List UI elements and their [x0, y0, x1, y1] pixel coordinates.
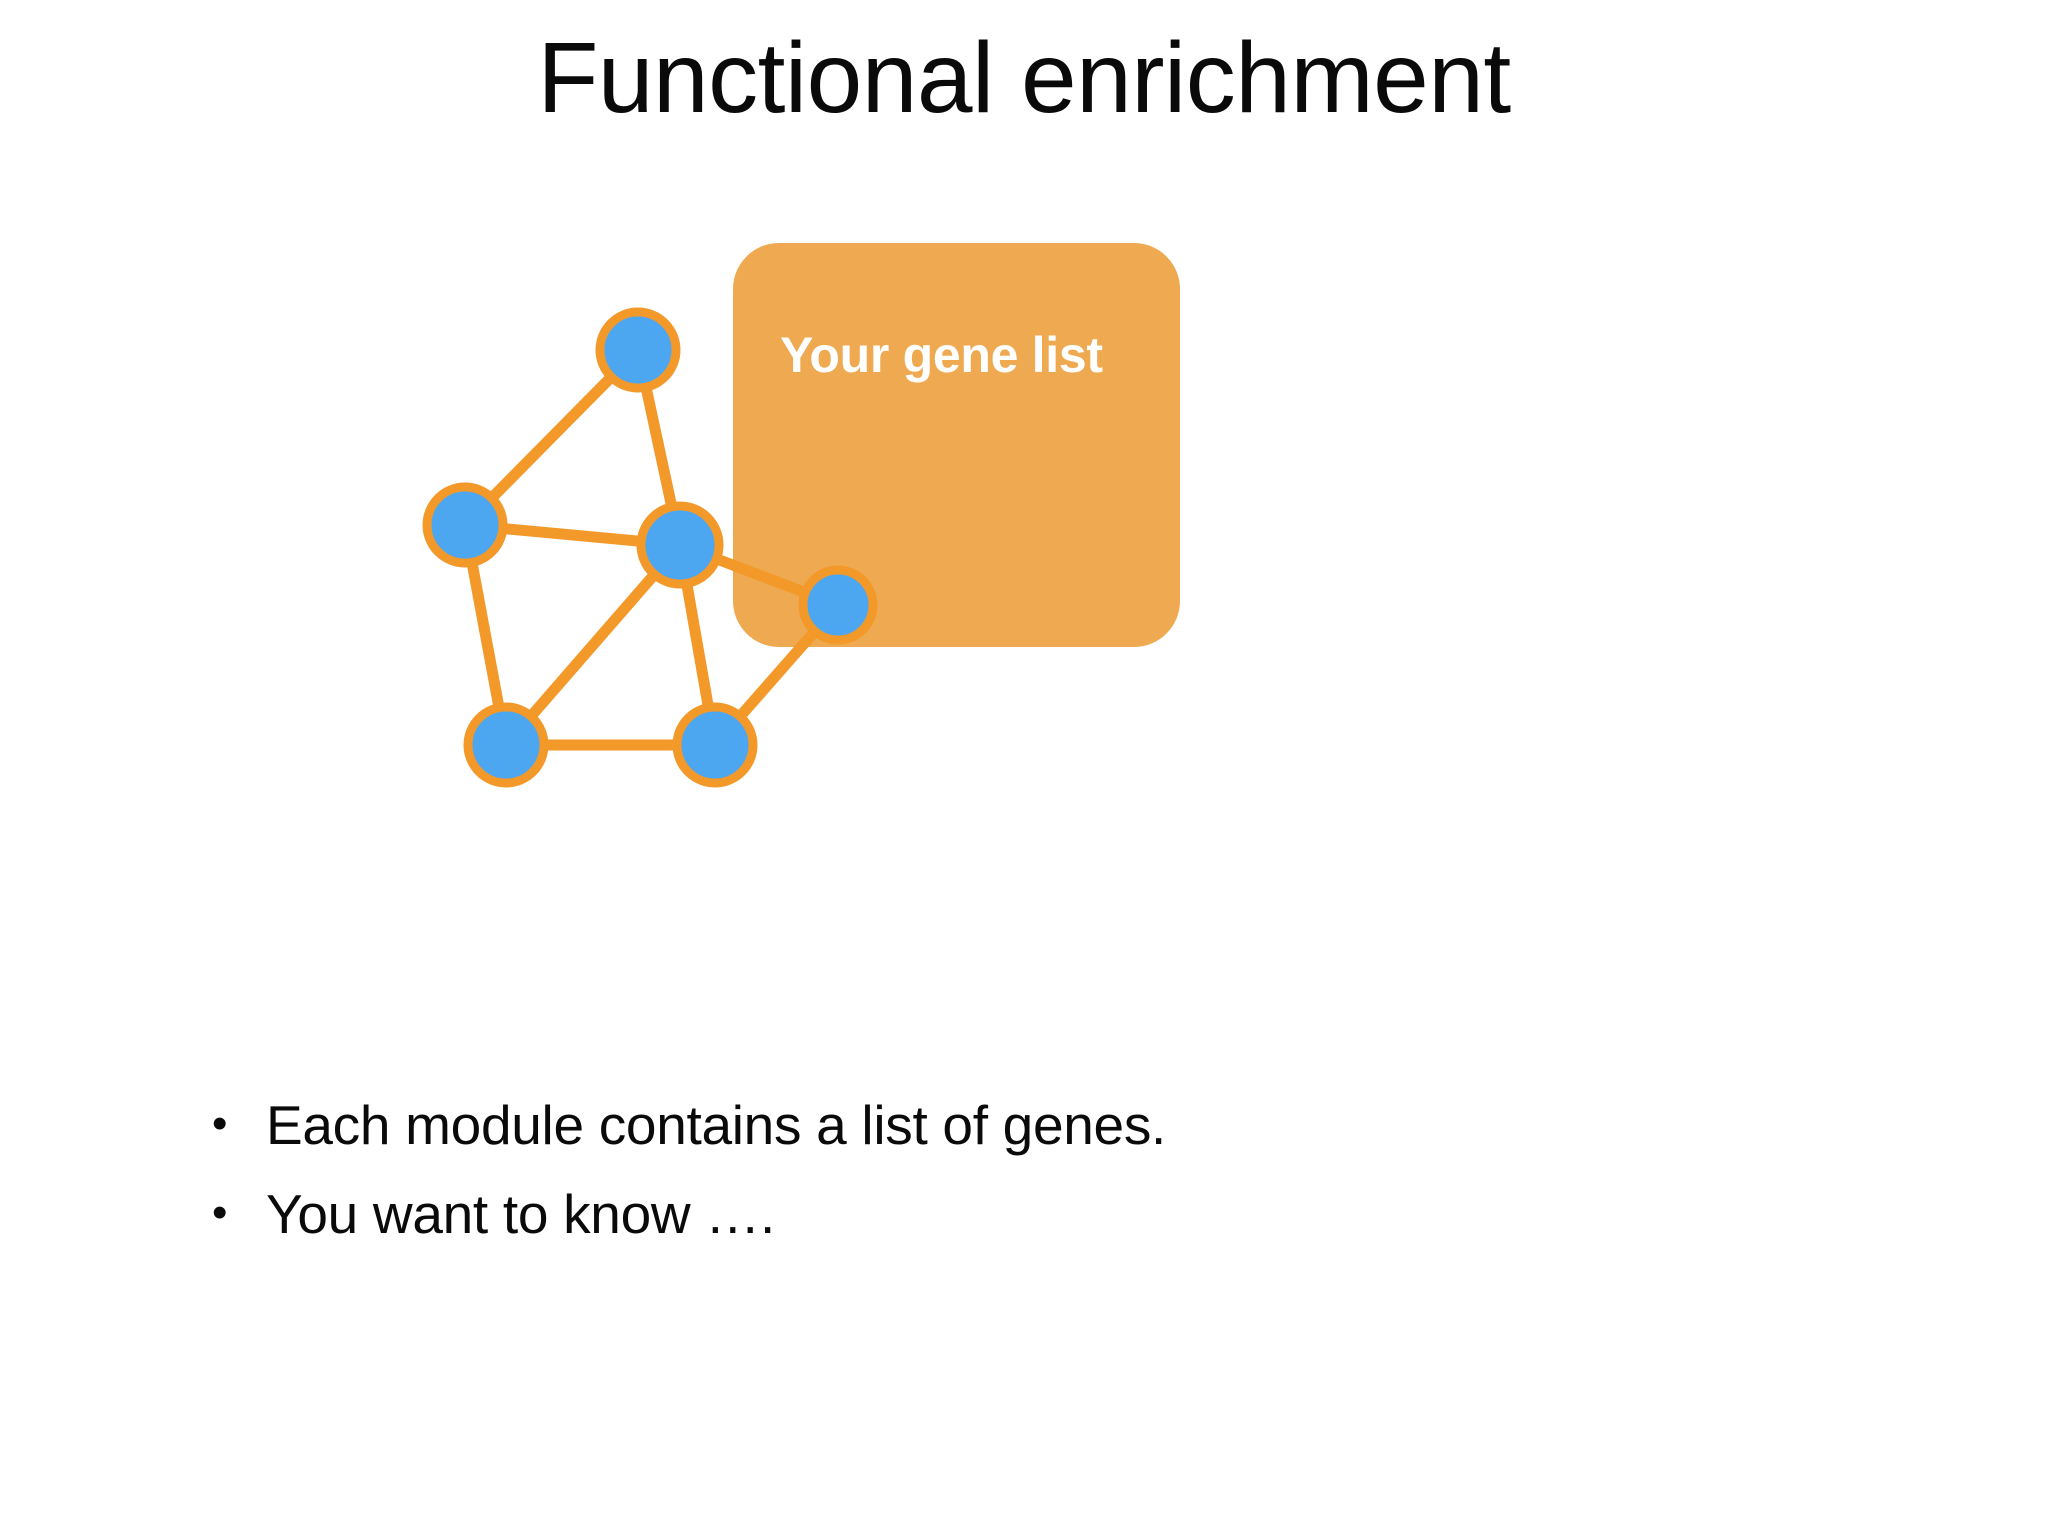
bullet-dot-icon: • — [212, 1099, 228, 1148]
network-node — [798, 565, 878, 645]
gene-list-label-line-1: Your gene — [780, 327, 1019, 383]
list-item: • You want to know …. — [212, 1182, 1712, 1247]
bullet-dot-icon: • — [212, 1187, 228, 1237]
bullet-item-text: Each module contains a list of genes. — [266, 1094, 1166, 1156]
network-node — [636, 501, 724, 589]
network-edge — [500, 539, 686, 751]
gene-list-label-line-2: list — [1031, 327, 1103, 383]
gene-list-callout-box — [733, 243, 1180, 647]
list-item: • Each module contains a list of genes. — [212, 1093, 1712, 1158]
network-node — [595, 307, 681, 393]
bullet-list: • Each module contains a list of genes. … — [212, 1093, 1712, 1271]
network-node-layer — [422, 307, 878, 788]
gene-network-graph — [422, 307, 878, 788]
gene-list-label: Your gene list — [780, 322, 1170, 388]
network-node — [422, 482, 508, 568]
network-node — [672, 702, 758, 788]
bullet-item-text: You want to know …. — [266, 1182, 775, 1245]
network-diagram: Your gene list — [422, 243, 1180, 788]
network-node — [463, 702, 549, 788]
page-title: Functional enrichment — [537, 22, 1511, 134]
